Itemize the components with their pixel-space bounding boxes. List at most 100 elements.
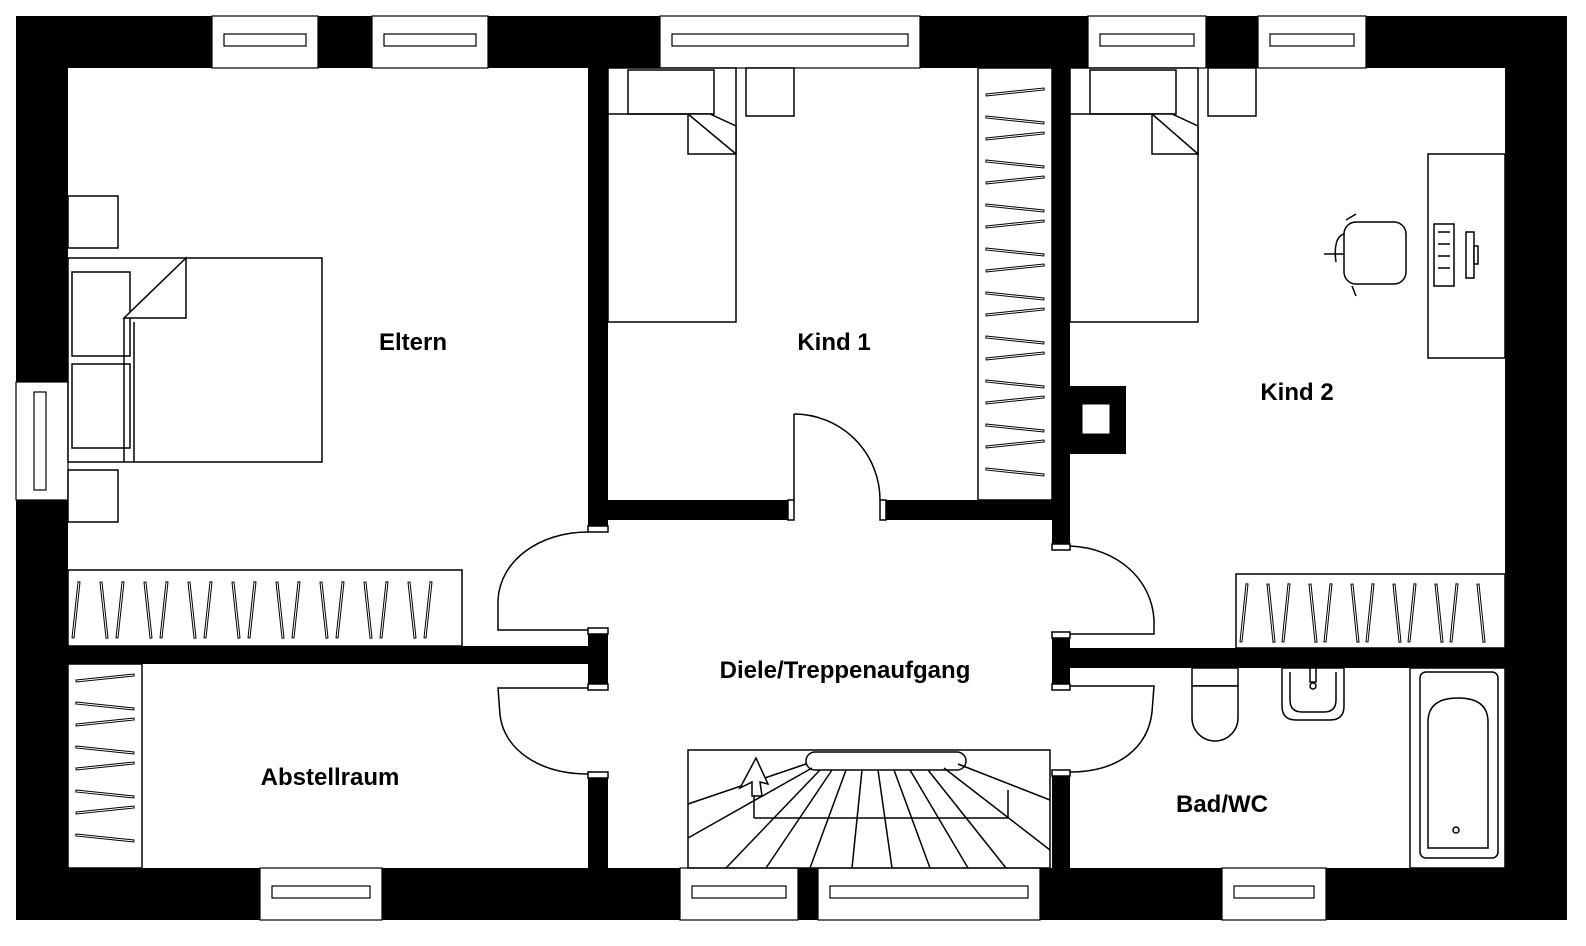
- stair-arrow-icon: [738, 756, 770, 797]
- label-abstellraum: Abstellraum: [261, 764, 400, 791]
- closet-hanger: [231, 581, 241, 639]
- closet-hanger: [1449, 583, 1459, 643]
- closet-hanger: [247, 581, 257, 639]
- closet-hanger: [75, 745, 135, 755]
- label-eltern: Eltern: [379, 329, 447, 356]
- closet-hanger: [985, 395, 1045, 405]
- closet-hanger: [985, 247, 1045, 257]
- closet-hanger: [985, 131, 1045, 141]
- closet-hanger: [363, 581, 373, 639]
- closet-hanger: [1308, 583, 1318, 643]
- window-top-3: [659, 15, 921, 69]
- closet-hanger: [985, 439, 1045, 449]
- closet-hanger: [985, 291, 1045, 301]
- closet-hanger: [985, 351, 1045, 361]
- closet-hanger: [1239, 583, 1249, 643]
- bathtub: [1409, 667, 1506, 869]
- closet-hanger: [985, 263, 1045, 273]
- nightstand-kind1: [745, 67, 795, 117]
- label-kind1: Kind 1: [797, 329, 870, 356]
- closet-hanger: [985, 87, 1045, 97]
- closet-hanger: [985, 219, 1045, 229]
- closet-hanger: [1281, 583, 1291, 643]
- bed-cover-fold: [122, 256, 187, 319]
- closet-hanger: [291, 581, 301, 639]
- window-top-1: [211, 15, 319, 69]
- window-top-5: [1257, 15, 1367, 69]
- closet-hanger: [275, 581, 285, 639]
- closet-hanger: [143, 581, 153, 639]
- door-kind2: [1051, 543, 1155, 639]
- pillow-2: [71, 363, 131, 449]
- closet-hanger: [75, 789, 135, 799]
- closet-hanger: [1365, 583, 1375, 643]
- closet-hanger: [1407, 583, 1417, 643]
- closet-hanger: [1476, 583, 1486, 643]
- closet-hanger: [1434, 583, 1444, 643]
- closet-hanger: [187, 581, 197, 639]
- monitor: [1465, 231, 1475, 279]
- closet-hanger: [71, 581, 81, 639]
- window-bottom-3: [817, 867, 1041, 921]
- closet-hanger: [985, 159, 1045, 169]
- window-bottom-2: [679, 867, 799, 921]
- toilet: [1191, 667, 1239, 742]
- closets: [67, 67, 1506, 869]
- monitor-stand: [1473, 245, 1479, 265]
- pillow-kind1: [627, 69, 715, 115]
- label-bad: Bad/WC: [1176, 791, 1268, 818]
- closet-hanger: [985, 307, 1045, 317]
- keyboard: [1433, 223, 1455, 287]
- bathroom-fixtures: [1191, 667, 1506, 869]
- stair-landing: [805, 751, 967, 771]
- closet-hanger: [115, 581, 125, 639]
- closet-hanger: [75, 761, 135, 771]
- closet-hanger: [1323, 583, 1333, 643]
- window-top-2: [371, 15, 489, 69]
- kind1-furniture: [607, 67, 795, 323]
- closet-hanger: [319, 581, 329, 639]
- closet-hanger: [379, 581, 389, 639]
- staircase: [687, 749, 1051, 869]
- window-top-4: [1087, 15, 1207, 69]
- nightstand-bottom: [67, 469, 119, 523]
- closet-hanger: [985, 175, 1045, 185]
- closet-hanger: [75, 717, 135, 727]
- kind2-furniture: [1069, 67, 1506, 359]
- closet-hanger: [1350, 583, 1360, 643]
- closet-hanger: [203, 581, 213, 639]
- door-kind1: [787, 413, 887, 521]
- nightstand-top: [67, 195, 119, 249]
- window-bottom-4: [1221, 867, 1327, 921]
- closet-hanger: [985, 115, 1045, 125]
- closet-hanger: [75, 673, 135, 683]
- closet-hanger: [985, 423, 1045, 433]
- door-bad: [1051, 683, 1155, 777]
- room-labels: Eltern Kind 1 Kind 2 Diele/Treppenaufgan…: [261, 329, 1334, 818]
- closet-hanger: [159, 581, 169, 639]
- closet-hanger: [75, 701, 135, 711]
- closet-hanger: [75, 833, 135, 843]
- sink: [1281, 667, 1345, 721]
- closet-hanger: [407, 581, 417, 639]
- closet-hanger: [423, 581, 433, 639]
- closet-hanger: [75, 805, 135, 815]
- closet-hanger: [985, 379, 1045, 389]
- label-kind2: Kind 2: [1260, 379, 1333, 406]
- window-left: [15, 381, 69, 501]
- office-chair: [1324, 213, 1407, 297]
- wardrobe-eltern: [67, 569, 463, 647]
- label-diele: Diele/Treppenaufgang: [720, 657, 971, 684]
- eltern-furniture: [67, 195, 323, 523]
- interior-walls: [68, 68, 1505, 868]
- stair-treads: [687, 763, 1051, 869]
- closet-hanger: [985, 335, 1045, 345]
- closet-hanger: [985, 203, 1045, 213]
- closet-hanger: [335, 581, 345, 639]
- window-bottom-1: [259, 867, 383, 921]
- closet-hanger: [1392, 583, 1402, 643]
- closet-hanger: [985, 467, 1045, 477]
- pillow-kind2: [1089, 69, 1177, 115]
- door-eltern: [497, 525, 609, 635]
